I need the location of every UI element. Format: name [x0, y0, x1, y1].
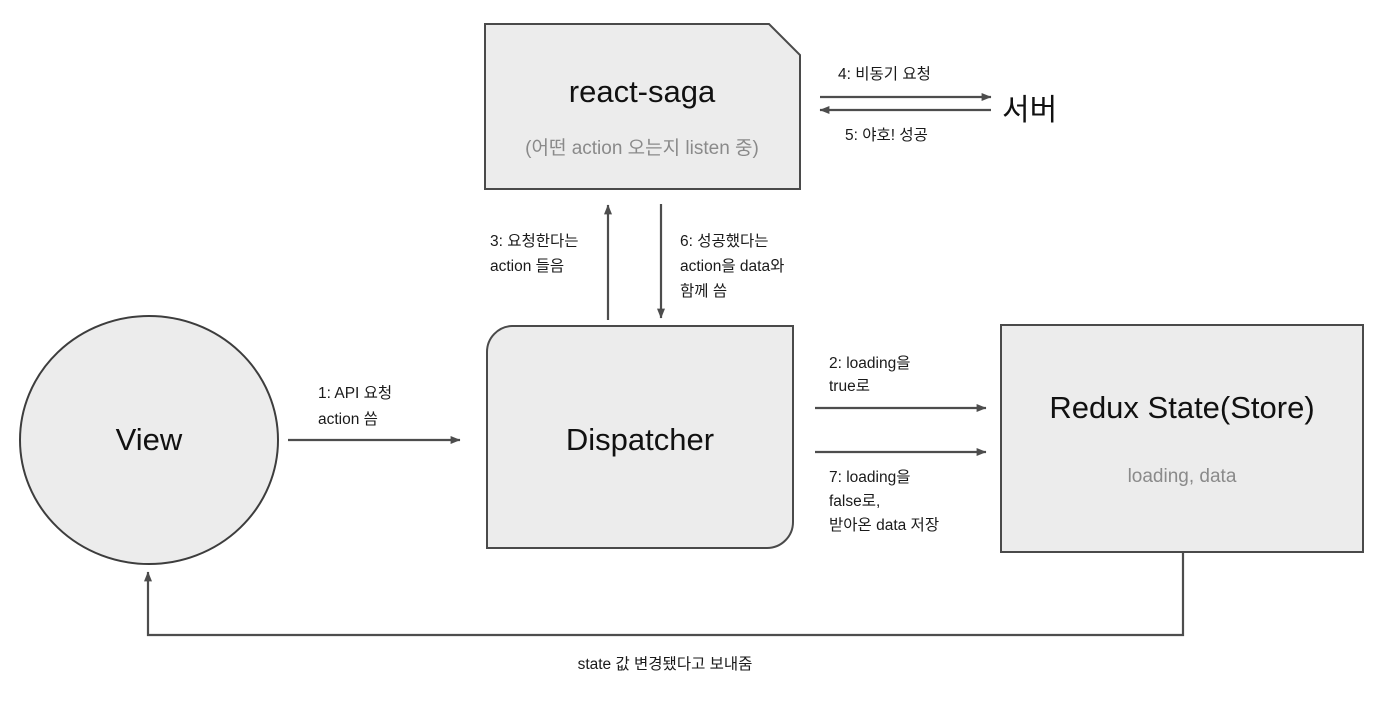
node-dispatcher-shape[interactable]	[486, 325, 794, 549]
edge-label-server-to-saga: 5: 야호! 성공	[845, 127, 928, 144]
edge-label-view-to-dispatcher-line2: action 씀	[318, 411, 378, 428]
edge-label-store-to-view: state 값 변경됐다고 보내줌	[577, 656, 753, 673]
edge-label-view-to-dispatcher-line1: 1: API 요청	[318, 385, 393, 402]
node-view-shape[interactable]	[19, 315, 279, 565]
edge-label-saga-to-server: 4: 비동기 요청	[838, 66, 931, 83]
edge-label-store-loading-false-line2: false로,	[829, 493, 881, 510]
edge-label-dispatcher-to-saga-line2: action 들음	[490, 258, 565, 275]
node-server-label: 서버	[1002, 94, 1058, 127]
edge-store-to-view	[144, 553, 1185, 637]
edge-label-dispatcher-to-saga-line1: 3: 요청한다는	[490, 233, 579, 250]
edge-label-store-loading-false-line1: 7: loading을	[829, 469, 911, 486]
edge-label-store-loading-true-line1: 2: loading을	[829, 355, 911, 372]
edge-label-store-loading-true-line2: true로	[829, 378, 870, 395]
edge-label-store-loading-false-line3: 받아온 data 저장	[829, 517, 940, 534]
edge-label-saga-to-dispatcher-line2: action을 data와	[680, 258, 785, 275]
node-react-saga-shape[interactable]	[484, 23, 801, 190]
edge-label-saga-to-dispatcher-line3: 함께 씀	[680, 283, 728, 300]
edge-label-saga-to-dispatcher-line1: 6: 성공했다는	[680, 233, 769, 250]
node-redux-store-shape[interactable]	[1000, 324, 1364, 553]
